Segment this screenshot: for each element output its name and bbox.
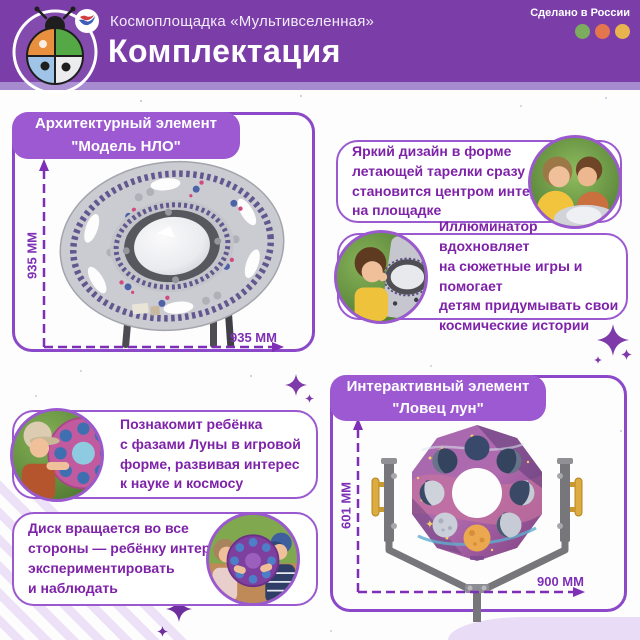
ufo-width-dim: 935 ММ [230, 330, 277, 345]
photo-child-moon-disc [10, 408, 104, 502]
made-in-russia-block: Сделано в России [530, 7, 630, 39]
sparkle-icon [285, 374, 307, 396]
ufo-model-image [59, 160, 285, 349]
header-accent-band [0, 82, 640, 90]
ufo-dimension-arrows [39, 159, 284, 352]
sparkle-icon [157, 626, 168, 637]
moon-catcher-height-dim: 601 ММ [338, 482, 354, 529]
moon-catcher-width-dim: 900 ММ [537, 574, 584, 589]
ufo-height-dim: 935 ММ [24, 232, 40, 279]
photo-kids-spinning-disc [206, 512, 300, 606]
sparkle-icon [621, 349, 632, 360]
sparkle-icon [166, 596, 192, 622]
callout-ufo-porthole: Иллюминатор вдохновляет на сюжетные игры… [337, 218, 628, 333]
page-title: Комплектация [108, 33, 341, 69]
callout-text: Познакомит ребёнка с фазами Луны в игров… [120, 415, 301, 492]
moon-catcher-dimension-arrows [353, 418, 585, 597]
made-in-dots [530, 24, 630, 39]
sparkle-icon [594, 356, 602, 364]
lavender-corner-decor [448, 617, 640, 640]
background-speckles [140, 100, 142, 102]
made-in-russia-label: Сделано в России [530, 7, 630, 19]
header-bar [0, 0, 640, 82]
ladybug-logo-icon [12, 6, 99, 95]
callout-text: Диск вращается во все стороны — ребёнку … [28, 520, 243, 596]
green-dot-icon [575, 24, 590, 39]
sparkle-icon [305, 394, 314, 403]
brand-subtitle: Космоплощадка «Мультивселенная» [110, 13, 375, 30]
photo-boy-at-porthole [334, 230, 428, 324]
moon-catcher-section-label: Интерактивный элемент "Ловец лун" [330, 375, 546, 421]
sparkle-icon [597, 324, 629, 356]
moon-catcher-image [371, 425, 583, 622]
callout-text: Иллюминатор вдохновляет на сюжетные игры… [439, 217, 619, 334]
ufo-section-label: Архитектурный элемент "Модель НЛО" [12, 112, 240, 159]
orange-dot-icon [595, 24, 610, 39]
photo-kids-at-ufo [528, 135, 622, 229]
yellow-dot-icon [615, 24, 630, 39]
